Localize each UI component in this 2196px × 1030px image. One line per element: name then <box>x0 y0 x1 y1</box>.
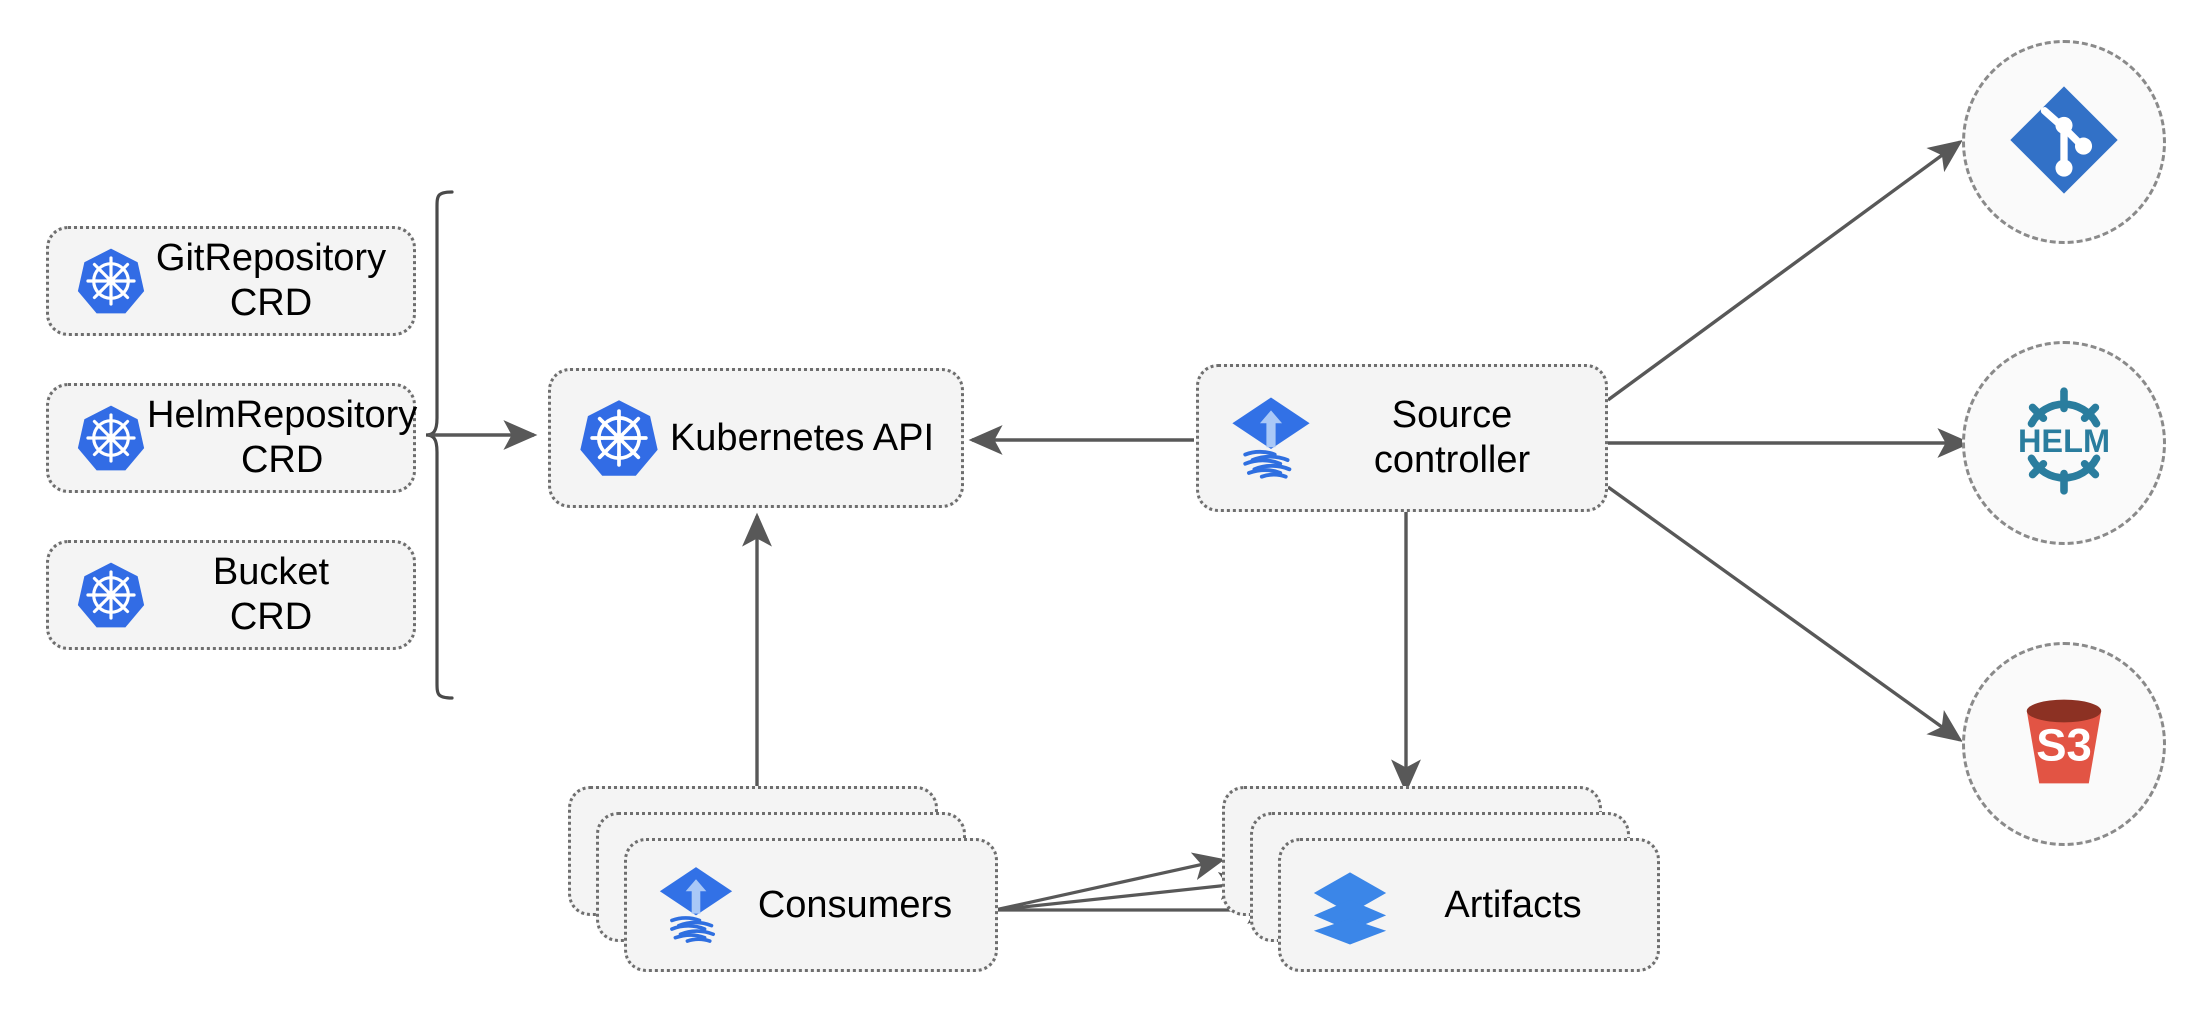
node-label: HelmRepository CRD <box>147 394 418 481</box>
kubernetes-icon <box>75 402 147 474</box>
node-artifacts[interactable]: Artifacts <box>1278 838 1660 972</box>
kubernetes-icon <box>75 559 147 631</box>
node-label: Consumers <box>757 883 953 926</box>
external-helm[interactable]: HELM <box>1962 341 2166 545</box>
node-consumers[interactable]: Consumers <box>624 838 998 972</box>
node-consumers-stack: Consumers <box>568 786 998 976</box>
node-helmrepository-crd[interactable]: HelmRepository CRD <box>46 383 417 493</box>
layers-icon <box>1307 862 1393 948</box>
external-s3[interactable]: S3 <box>1962 642 2166 846</box>
s3-label: S3 <box>2036 719 2092 770</box>
node-artifacts-stack: Artifacts <box>1222 786 1662 976</box>
s3-bucket-icon: S3 <box>2002 680 2126 809</box>
node-bucket-crd[interactable]: Bucket CRD <box>46 540 416 650</box>
flux-icon <box>1225 392 1317 484</box>
flux-icon <box>653 862 739 948</box>
kubernetes-icon <box>75 245 147 317</box>
node-label: Source controller <box>1373 394 1531 481</box>
node-label: Kubernetes API <box>669 416 935 459</box>
node-label: Bucket CRD <box>212 551 330 638</box>
edge-source-controller-to-s3 <box>1607 485 1963 742</box>
node-gitrepository-crd[interactable]: GitRepository CRD <box>46 226 416 336</box>
node-label: Artifacts <box>1444 883 1582 926</box>
node-source-controller[interactable]: Source controller <box>1196 364 1608 512</box>
helm-icon: HELM <box>1999 376 2129 511</box>
edge-source-controller-to-git <box>1606 139 1963 402</box>
edge-consumers-to-artifacts-2 <box>994 872 1252 912</box>
kubernetes-icon <box>577 396 661 480</box>
node-label: GitRepository CRD <box>155 237 387 324</box>
edge-consumers-to-artifacts-1 <box>994 852 1226 912</box>
external-git[interactable] <box>1962 40 2166 244</box>
git-icon <box>2003 79 2125 206</box>
helm-label: HELM <box>2018 422 2110 458</box>
node-kubernetes-api[interactable]: Kubernetes API <box>548 368 964 508</box>
